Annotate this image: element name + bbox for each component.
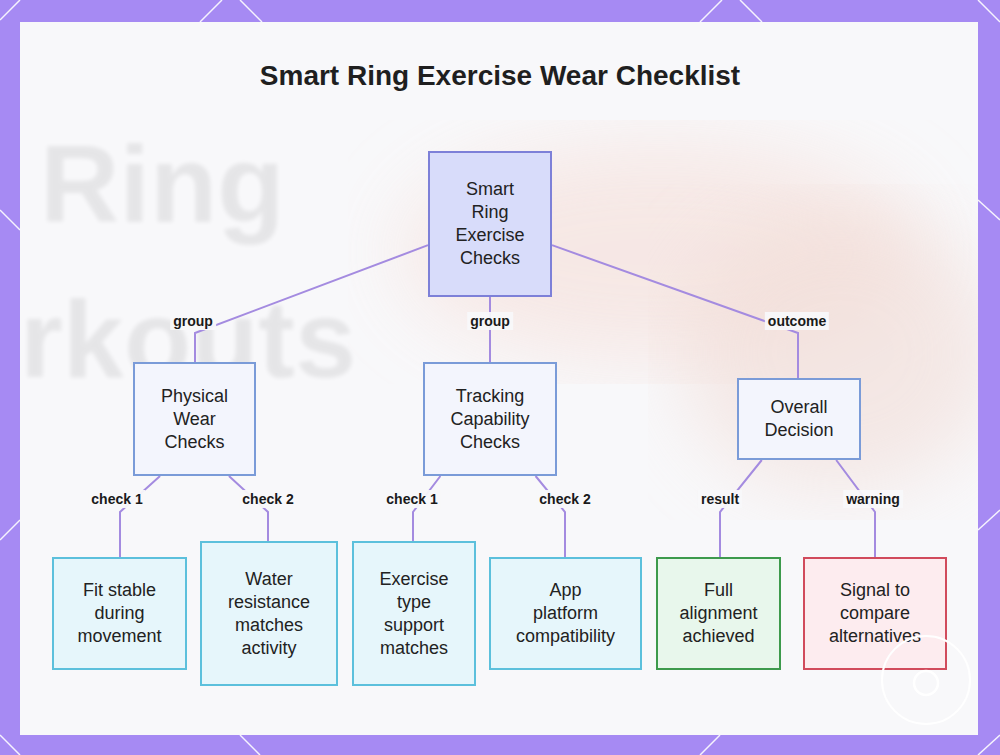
node-text: Fit stable during movement: [72, 579, 167, 648]
node-text: App platform compatibility: [515, 579, 616, 648]
connector-line: [120, 476, 160, 557]
node-text-wrap: Fit stable during movement: [72, 579, 167, 648]
edge-label: check 1: [88, 490, 145, 508]
edge-label: result: [698, 490, 742, 508]
edge-label: check 2: [239, 490, 296, 508]
check-box: App platform compatibility: [489, 557, 642, 670]
group-box: Physical Wear Checks: [133, 362, 256, 476]
node-text: Full alignment achieved: [674, 579, 764, 648]
watermark-text: Ring: [40, 120, 284, 247]
group-box: Tracking Capability Checks: [423, 362, 557, 476]
node-text-wrap: Full alignment achieved: [674, 579, 764, 648]
connector-line: [413, 476, 440, 541]
result-box: Full alignment achieved: [656, 557, 781, 670]
outcome-box: Overall Decision: [737, 378, 861, 460]
root-box: Smart Ring Exercise Checks: [428, 151, 552, 297]
node-text: Overall Decision: [749, 396, 849, 442]
check-box: Fit stable during movement: [52, 557, 187, 670]
edge-label: check 1: [383, 490, 440, 508]
connector-line: [836, 460, 875, 557]
connector-line: [229, 476, 268, 541]
edge-label: check 2: [536, 490, 593, 508]
node-text-wrap: Physical Wear Checks: [150, 385, 240, 454]
node-text-wrap: Water resistance matches activity: [222, 568, 317, 660]
node-text: Exercise type support matches: [373, 568, 455, 660]
edge-label: warning: [843, 490, 903, 508]
connector-line: [720, 460, 762, 557]
node-text-wrap: Exercise type support matches: [373, 568, 455, 660]
node-text: Water resistance matches activity: [222, 568, 317, 660]
node-text-wrap: App platform compatibility: [515, 579, 616, 648]
check-box: Water resistance matches activity: [200, 541, 338, 686]
warning-box: Signal to compare alternatives: [803, 557, 947, 670]
diagram-title: Smart Ring Exercise Wear Checklist: [0, 60, 1000, 92]
node-text: Tracking Capability Checks: [440, 385, 540, 454]
connector-line: [536, 476, 565, 557]
node-text-wrap: Smart Ring Exercise Checks: [450, 178, 530, 270]
node-text-wrap: Tracking Capability Checks: [440, 385, 540, 454]
connector-line: [552, 245, 798, 378]
node-text: Smart Ring Exercise Checks: [450, 178, 530, 270]
edge-label: outcome: [765, 312, 829, 330]
edge-label: group: [467, 312, 513, 330]
node-text: Physical Wear Checks: [150, 385, 240, 454]
edge-label: group: [170, 312, 216, 330]
node-text-wrap: Overall Decision: [749, 396, 849, 442]
check-box: Exercise type support matches: [352, 541, 476, 686]
